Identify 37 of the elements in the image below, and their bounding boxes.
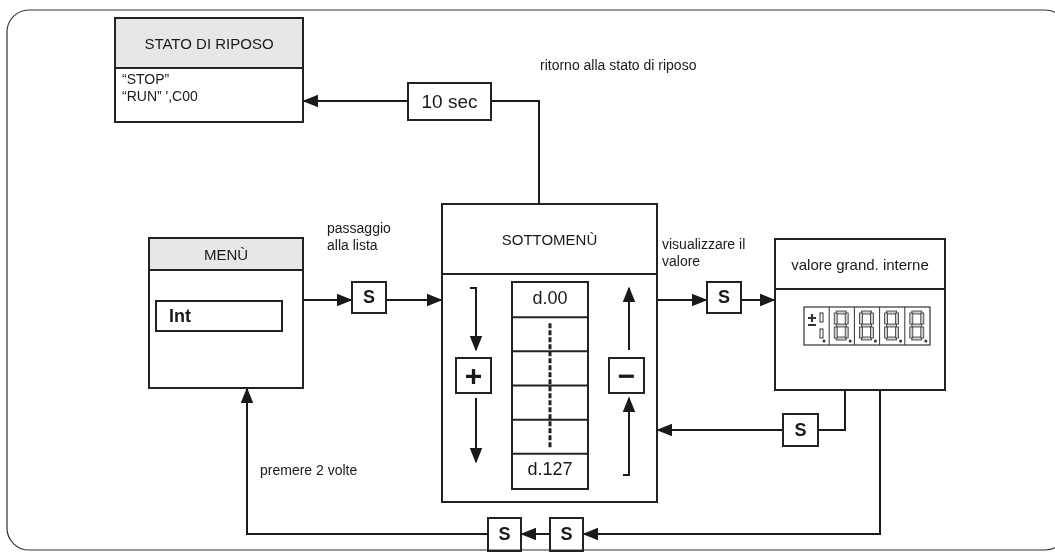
arrow bbox=[302, 94, 408, 108]
connector-line bbox=[491, 100, 540, 204]
arrow bbox=[741, 293, 776, 307]
arrow bbox=[656, 423, 783, 437]
arrow bbox=[386, 293, 443, 307]
value-display-box bbox=[774, 238, 946, 391]
key-button: S bbox=[487, 517, 522, 552]
parameter-list bbox=[511, 281, 589, 490]
arrow bbox=[520, 527, 550, 541]
menu-box bbox=[148, 237, 304, 389]
submenu-box bbox=[441, 203, 658, 503]
list-item: d.127 bbox=[526, 458, 574, 480]
connector-line bbox=[818, 390, 846, 431]
header-text: STATO DI RIPOSO bbox=[144, 34, 274, 52]
step-caption: visualizzare il valore bbox=[662, 236, 746, 270]
key-button: + bbox=[455, 357, 492, 394]
header-text: SOTTOMENÙ bbox=[501, 230, 598, 248]
arrow bbox=[303, 293, 353, 307]
arrow bbox=[240, 387, 488, 535]
list-item: d.00 bbox=[531, 288, 569, 309]
key-button: S bbox=[549, 517, 584, 552]
header-text: valore grand. interne bbox=[791, 255, 929, 273]
note-text: ritorno alla stato di riposo bbox=[540, 57, 697, 74]
key-button: S bbox=[351, 281, 387, 314]
key-button: S bbox=[706, 281, 742, 314]
key-button: S bbox=[782, 413, 819, 447]
status-text: “RUN” ',C00 bbox=[122, 88, 198, 104]
key-button: − bbox=[608, 357, 645, 394]
timer-box: 10 sec bbox=[407, 82, 492, 121]
status-text: “STOP” bbox=[122, 71, 170, 87]
header-text: MENÙ bbox=[203, 245, 249, 263]
note-text: premere 2 volte bbox=[260, 462, 358, 479]
menu-item-field: Int bbox=[155, 300, 283, 332]
step-caption: passaggio alla lista bbox=[327, 220, 392, 254]
arrow bbox=[582, 390, 881, 541]
arrow bbox=[657, 293, 708, 307]
state-box bbox=[114, 17, 304, 123]
